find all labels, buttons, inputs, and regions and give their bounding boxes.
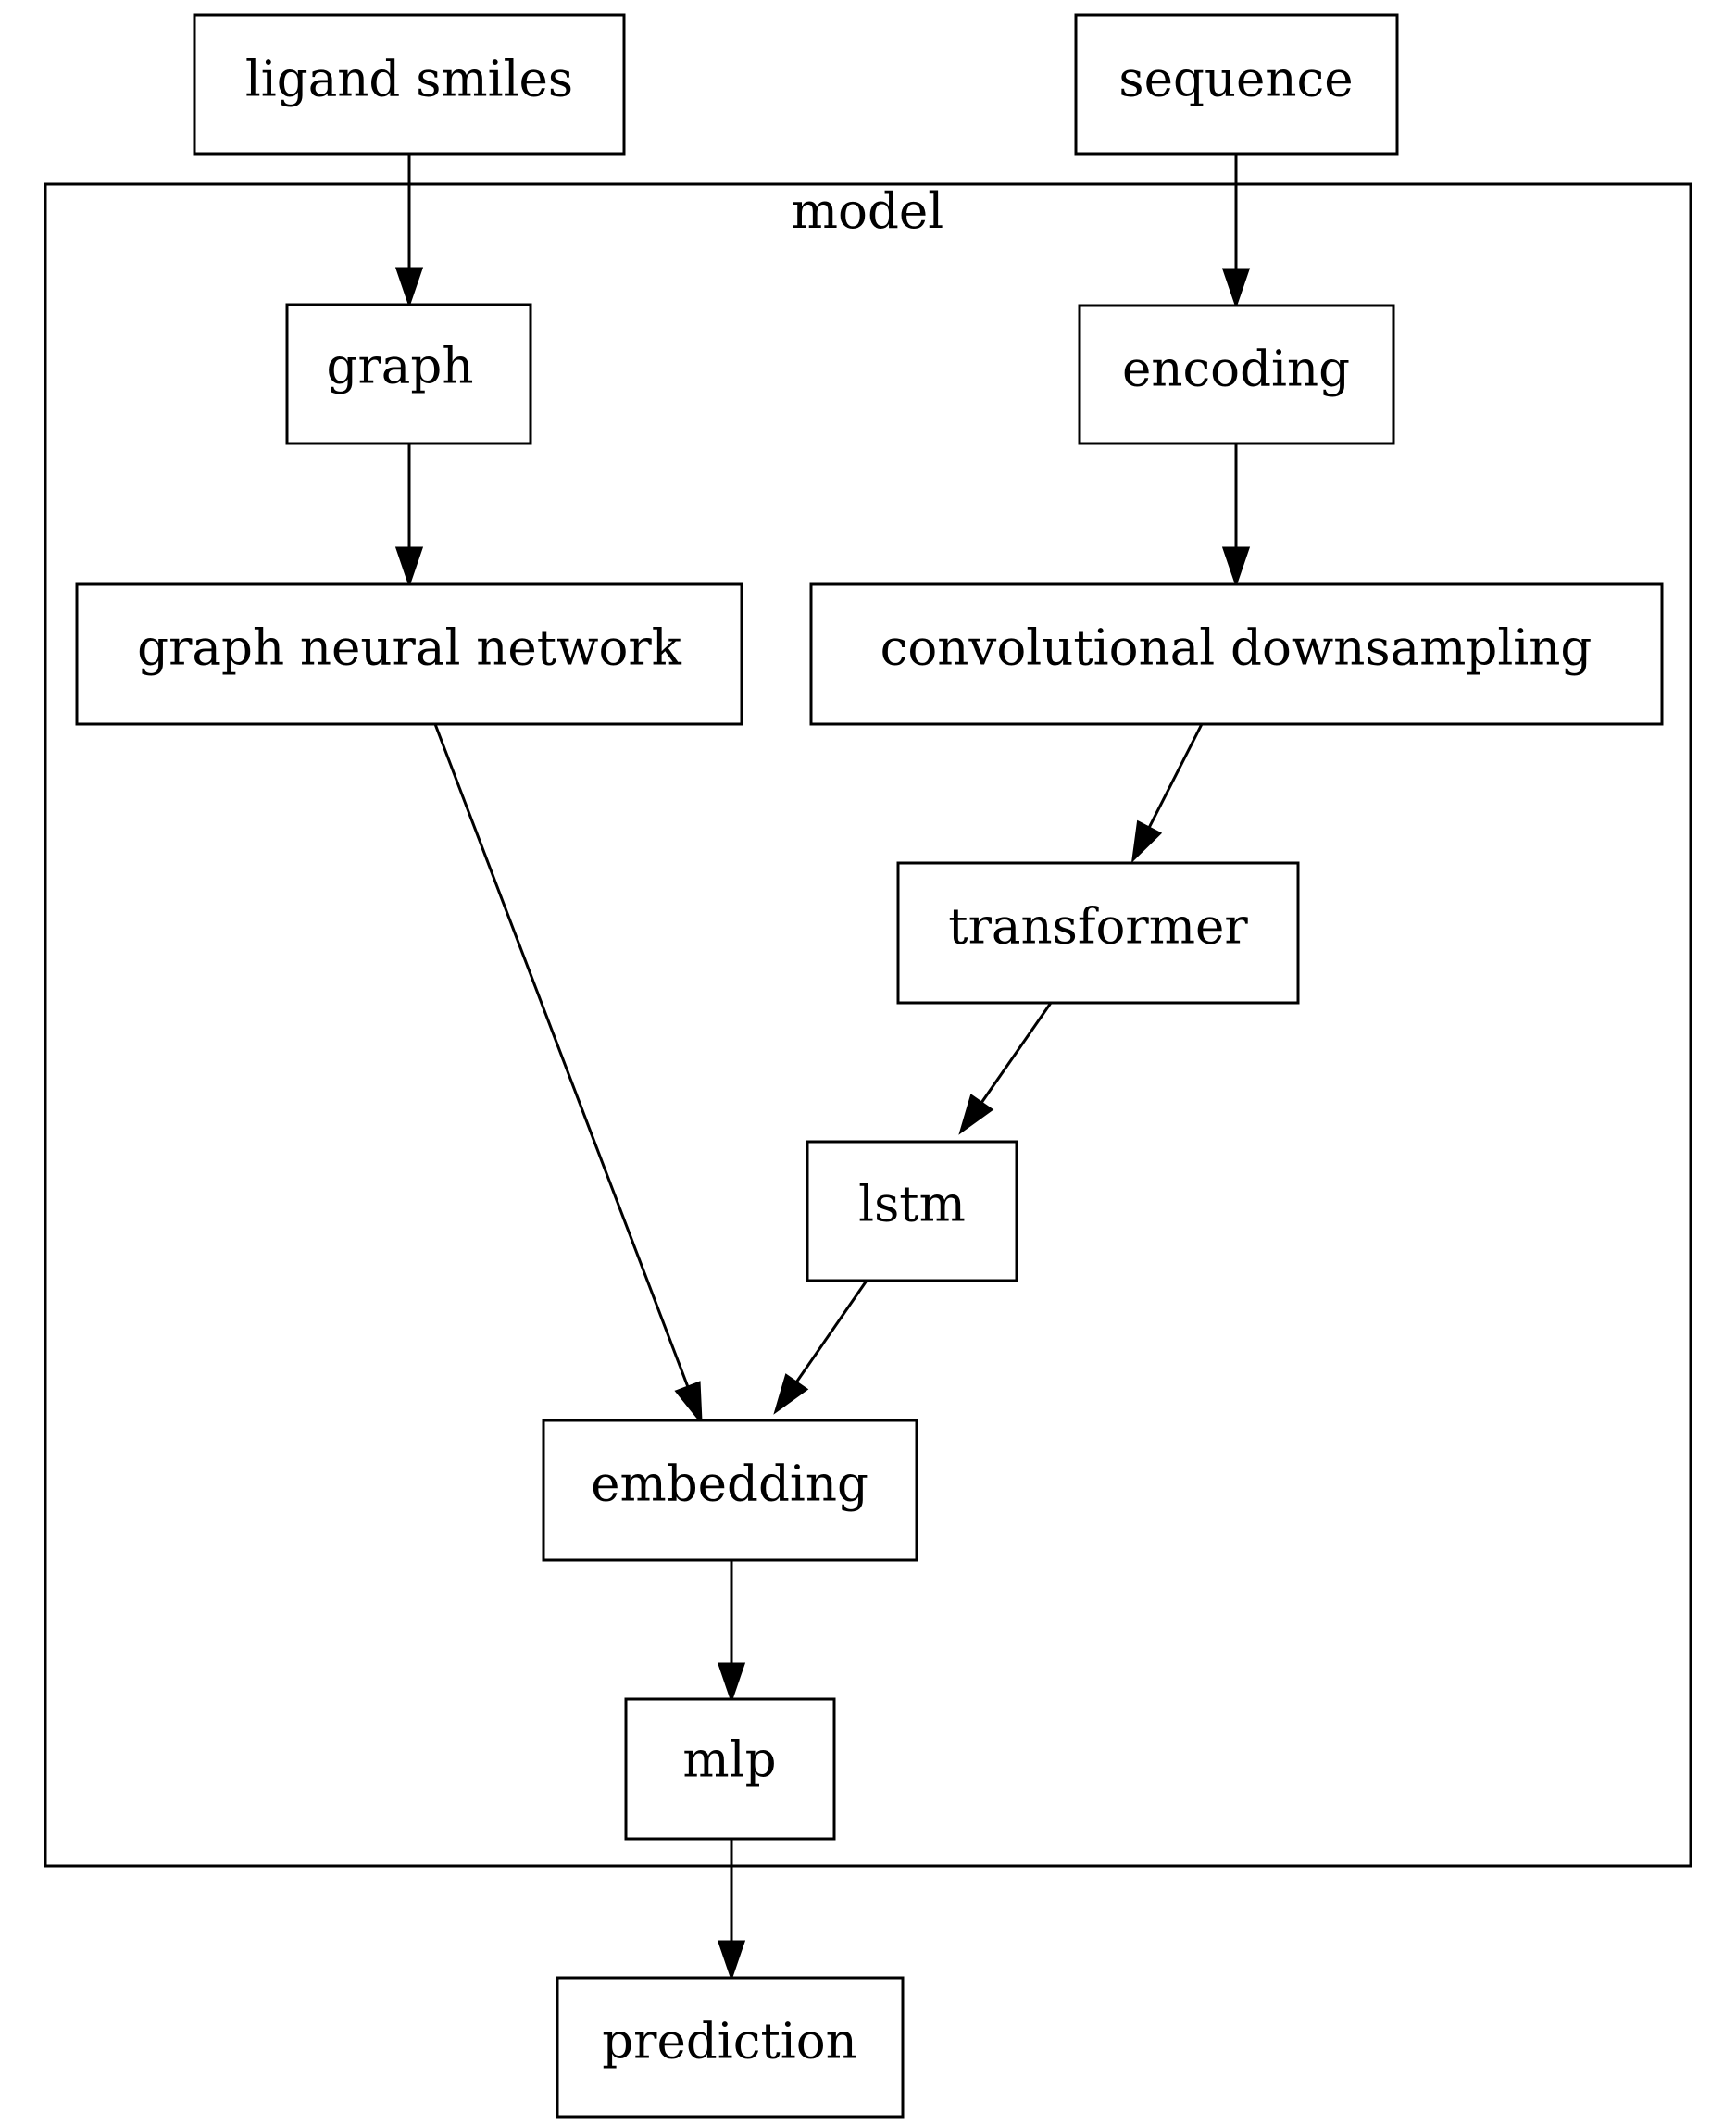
node-encoding-label: encoding (1122, 342, 1350, 398)
node-lstm: lstm (806, 1140, 1018, 1282)
edge-encoding-to-conv (1221, 444, 1251, 588)
node-ligand-smiles: ligand smiles (193, 13, 626, 156)
edge-embedding-to-mlp (717, 1560, 746, 1704)
node-convolutional-downsampling-label: convolutional downsampling (880, 620, 1592, 677)
node-graph-label: graph (327, 339, 474, 395)
node-sequence: sequence (1074, 13, 1399, 156)
node-ligand-smiles-label: ligand smiles (245, 52, 573, 108)
node-sequence-label: sequence (1118, 52, 1353, 108)
node-convolutional-downsampling: convolutional downsampling (809, 582, 1664, 726)
cluster-model: model (44, 182, 1692, 1868)
node-embedding: embedding (542, 1419, 918, 1562)
node-graph-neural-network-label: graph neural network (137, 620, 682, 677)
node-lstm-label: lstm (858, 1177, 966, 1233)
edge-mlp-to-prediction (717, 1839, 746, 1982)
edge-gnn-to-embedding (433, 723, 703, 1426)
node-prediction-label: prediction (602, 2014, 856, 2070)
node-graph-neural-network: graph neural network (75, 582, 743, 726)
cluster-model-label: model (792, 183, 943, 240)
edge-lstm-to-embedding (773, 1280, 868, 1415)
node-embedding-label: embedding (591, 1457, 868, 1513)
node-encoding: encoding (1078, 304, 1395, 445)
node-transformer-label: transformer (948, 899, 1248, 956)
node-transformer: transformer (896, 861, 1300, 1005)
node-prediction: prediction (556, 1976, 905, 2119)
cluster-model-border (44, 182, 1692, 1868)
edge-sequence-to-encoding (1221, 154, 1251, 309)
edges (394, 154, 1251, 1982)
node-graph: graph (285, 303, 532, 445)
node-mlp: mlp (624, 1697, 836, 1841)
edge-graph-to-gnn (394, 443, 424, 588)
edge-transformer-to-lstm (958, 1002, 1053, 1135)
edge-conv-to-transformer (1130, 723, 1204, 864)
node-mlp-label: mlp (682, 1732, 776, 1789)
edge-ligand-smiles-to-graph (394, 154, 424, 308)
